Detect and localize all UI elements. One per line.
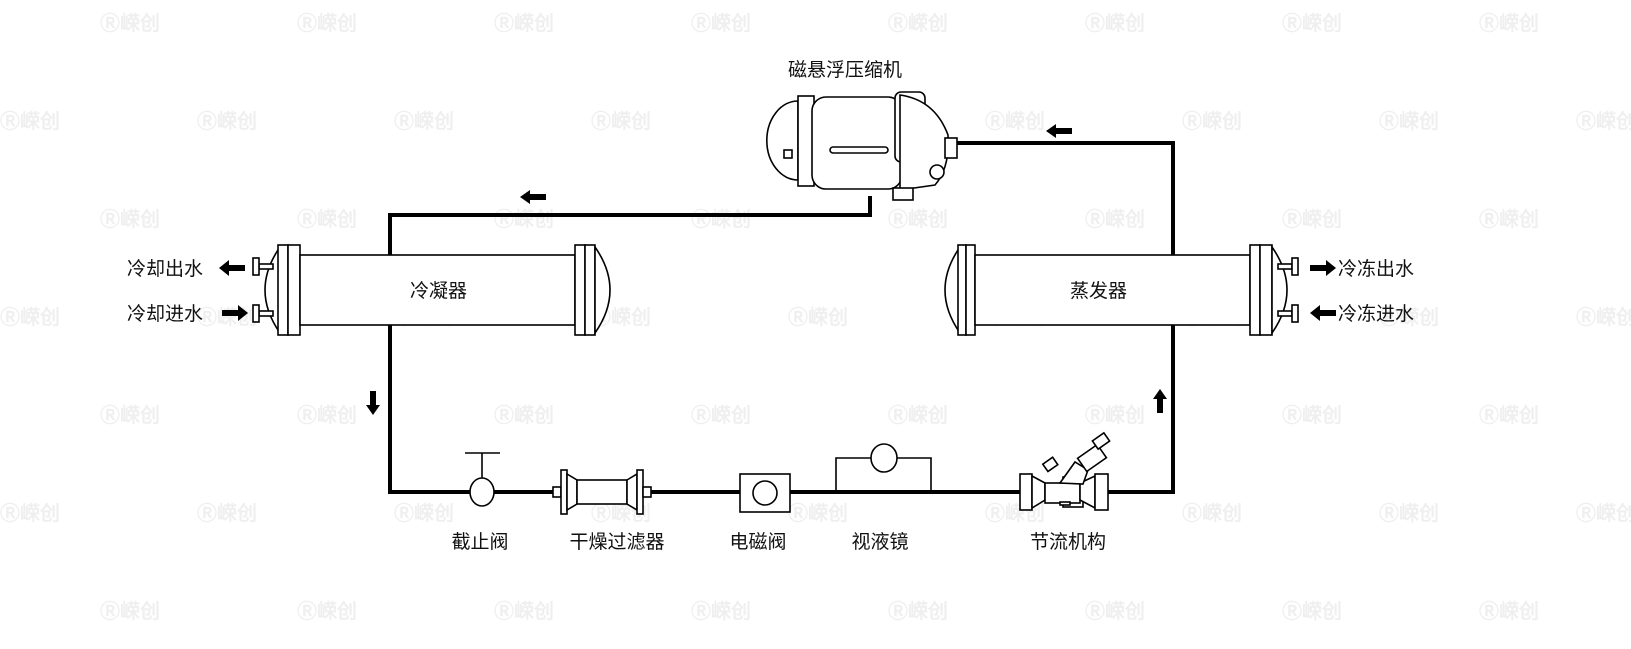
watermark: Ⓡ嵘创 [691, 403, 751, 427]
stop-valve [465, 452, 500, 507]
watermark: Ⓡ嵘创 [100, 599, 160, 623]
watermark: Ⓡ嵘创 [1379, 109, 1439, 133]
stop-valve-label: 截止阀 [451, 531, 508, 553]
evaporator [944, 244, 1299, 336]
watermark: Ⓡ嵘创 [100, 207, 160, 231]
watermark: Ⓡ嵘创 [1576, 305, 1631, 329]
watermark: Ⓡ嵘创 [1479, 403, 1539, 427]
watermark: Ⓡ嵘创 [1379, 305, 1439, 329]
condenser-label: 冷凝器 [410, 280, 467, 302]
watermark: Ⓡ嵘创 [985, 109, 1045, 133]
condenser [252, 244, 611, 336]
watermark: Ⓡ嵘创 [394, 501, 454, 525]
arrow-left-icon [219, 260, 245, 276]
watermark: Ⓡ嵘创 [1576, 501, 1631, 525]
watermark: Ⓡ嵘创 [197, 501, 257, 525]
watermark: Ⓡ嵘创 [1085, 599, 1145, 623]
cooling-water-in-label: 冷却进水 [127, 303, 203, 325]
watermark: Ⓡ嵘创 [1085, 207, 1145, 231]
arrow-down-icon [366, 391, 380, 415]
refrigerant-pipes [388, 141, 1175, 494]
flow-arrows [366, 124, 1167, 415]
arrow-left-icon [1310, 305, 1336, 321]
watermark: Ⓡ嵘创 [1282, 11, 1342, 35]
watermark: Ⓡ嵘创 [494, 403, 554, 427]
watermark: Ⓡ嵘创 [494, 11, 554, 35]
dryer-filter [552, 469, 652, 515]
watermark: Ⓡ嵘创 [100, 403, 160, 427]
watermark: Ⓡ嵘创 [1182, 501, 1242, 525]
sight-glass-label: 视液镜 [851, 531, 908, 553]
watermark: Ⓡ嵘创 [888, 403, 948, 427]
watermark: Ⓡ嵘创 [197, 109, 257, 133]
watermark: Ⓡ嵘创 [888, 599, 948, 623]
watermark: Ⓡ嵘创 [691, 599, 751, 623]
watermark: Ⓡ嵘创 [394, 109, 454, 133]
throttle-device [1019, 431, 1111, 511]
watermark: Ⓡ嵘创 [691, 207, 751, 231]
evaporator-label: 蒸发器 [1070, 280, 1127, 302]
watermark: Ⓡ嵘创 [0, 501, 60, 525]
watermark: Ⓡ嵘创 [1576, 109, 1631, 133]
arrow-left-icon [520, 190, 546, 204]
watermark: Ⓡ嵘创 [1182, 109, 1242, 133]
watermark: Ⓡ嵘创 [1379, 501, 1439, 525]
watermark: Ⓡ嵘创 [591, 109, 651, 133]
watermark: Ⓡ嵘创 [1085, 403, 1145, 427]
solenoid-valve-label: 电磁阀 [729, 531, 786, 553]
watermark: Ⓡ嵘创 [297, 207, 357, 231]
watermark: Ⓡ嵘创 [1085, 11, 1145, 35]
watermark: Ⓡ嵘创 [1282, 207, 1342, 231]
arrow-up-icon [1153, 389, 1167, 413]
watermark: Ⓡ嵘创 [1479, 11, 1539, 35]
chilled-water-in-label: 冷冻进水 [1338, 303, 1414, 325]
watermark: Ⓡ嵘创 [788, 501, 848, 525]
cooling-water-out-label: 冷却出水 [127, 258, 203, 280]
watermark: Ⓡ嵘创 [494, 599, 554, 623]
watermark: Ⓡ嵘创 [1282, 599, 1342, 623]
watermark: Ⓡ嵘创 [100, 11, 160, 35]
compressor-label: 磁悬浮压缩机 [788, 59, 902, 81]
watermark: Ⓡ嵘创 [297, 599, 357, 623]
watermark: Ⓡ嵘创 [1282, 403, 1342, 427]
sight-glass [835, 443, 932, 492]
watermark-layer: Ⓡ嵘创 Ⓡ嵘创 Ⓡ嵘创 Ⓡ嵘创 Ⓡ嵘创 Ⓡ嵘创 Ⓡ嵘创 Ⓡ嵘创 Ⓡ嵘创 Ⓡ嵘创 Ⓡ嵘创 Ⓡ嵘创 Ⓡ嵘创 Ⓡ… [0, 11, 1631, 623]
arrow-right-icon [222, 305, 248, 321]
arrow-left-icon [1046, 124, 1072, 138]
watermark: Ⓡ嵘创 [0, 305, 60, 329]
arrow-right-icon [1310, 260, 1336, 276]
watermark: Ⓡ嵘创 [494, 207, 554, 231]
solenoid-valve-draw [739, 473, 791, 513]
chilled-water-out-label: 冷冻出水 [1338, 258, 1414, 280]
compressor [766, 91, 958, 201]
watermark: Ⓡ嵘创 [888, 207, 948, 231]
watermark: Ⓡ嵘创 [1479, 599, 1539, 623]
watermark: Ⓡ嵘创 [788, 305, 848, 329]
throttle-device-label: 节流机构 [1030, 531, 1106, 553]
watermark: Ⓡ嵘创 [297, 11, 357, 35]
watermark: Ⓡ嵘创 [691, 11, 751, 35]
watermark: Ⓡ嵘创 [888, 11, 948, 35]
watermark: Ⓡ嵘创 [297, 403, 357, 427]
watermark: Ⓡ嵘创 [0, 109, 60, 133]
watermark: Ⓡ嵘创 [1479, 207, 1539, 231]
watermark: Ⓡ嵘创 [197, 305, 257, 329]
dryer-filter-label: 干燥过滤器 [569, 531, 664, 553]
